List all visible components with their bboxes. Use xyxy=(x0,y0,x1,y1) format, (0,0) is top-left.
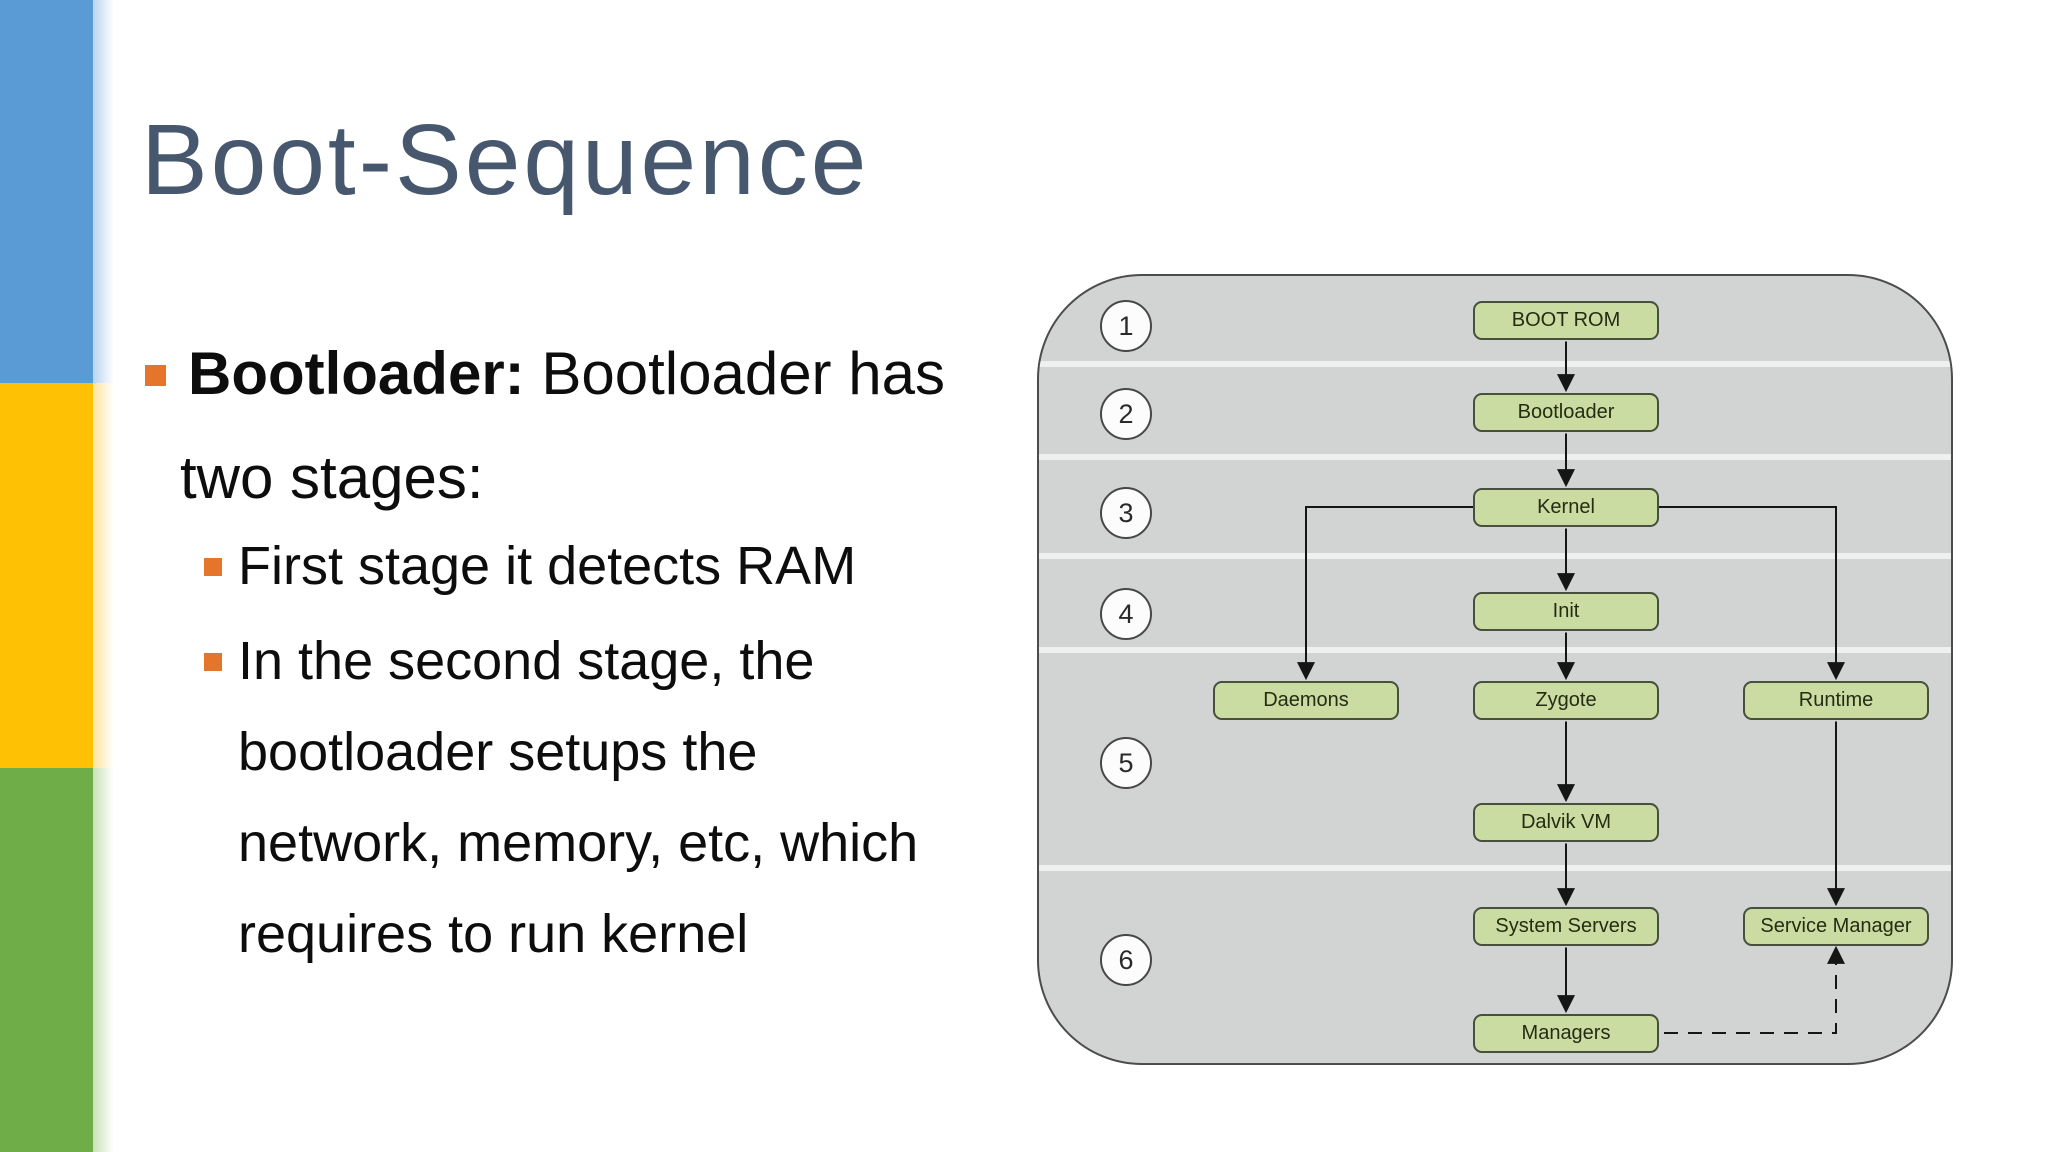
diagram-node-kernel: Kernel xyxy=(1473,487,1659,527)
sidebar-bar-tint-green xyxy=(93,768,115,1152)
bullet-bold-term: Bootloader: xyxy=(188,340,525,407)
diagram-node-boot_rom: BOOT ROM xyxy=(1473,300,1659,340)
sidebar-bar-tint-blue xyxy=(93,0,115,383)
row-divider-3 xyxy=(1039,553,1951,559)
diagram-node-bootloader: Bootloader xyxy=(1473,392,1659,432)
diagram-node-system_servers: System Servers xyxy=(1473,906,1659,946)
step-circle-1: 1 xyxy=(1100,300,1152,352)
sub-bullet-square xyxy=(204,653,222,671)
edge-kernel-to-daemons xyxy=(1297,506,1473,681)
bullet-text-2: First stage it detects RAM xyxy=(238,536,857,596)
sidebar-bar-green xyxy=(0,768,93,1152)
page-title: Boot-Sequence xyxy=(141,104,870,216)
diagram-node-daemons: Daemons xyxy=(1213,680,1399,720)
row-divider-1 xyxy=(1039,361,1951,367)
diagram-node-zygote: Zygote xyxy=(1473,680,1659,720)
row-divider-4 xyxy=(1039,647,1951,653)
row-divider-5 xyxy=(1039,865,1951,871)
diagram-node-service_manager: Service Manager xyxy=(1743,906,1929,946)
row-divider-2 xyxy=(1039,454,1951,460)
step-circle-5: 5 xyxy=(1100,737,1152,789)
sidebar-bar-blue xyxy=(0,0,93,383)
diagram-node-managers: Managers xyxy=(1473,1013,1659,1053)
bullet-square xyxy=(145,365,166,386)
diagram-node-runtime: Runtime xyxy=(1743,680,1929,720)
diagram-node-dalvik_vm: Dalvik VM xyxy=(1473,802,1659,842)
edge-kernel-to-runtime xyxy=(1659,506,1845,681)
step-circle-3: 3 xyxy=(1100,487,1152,539)
diagram-edges-svg xyxy=(1297,341,1845,1034)
step-circle-4: 4 xyxy=(1100,588,1152,640)
edge-managers-to-service_manager xyxy=(1664,945,1845,1034)
step-circle-6: 6 xyxy=(1100,934,1152,986)
sidebar-bar-tint-yellow xyxy=(93,383,115,768)
diagram-node-init: Init xyxy=(1473,591,1659,631)
sub-bullet-square xyxy=(204,558,222,576)
sidebar-bar-yellow xyxy=(0,383,93,768)
step-circle-2: 2 xyxy=(1100,388,1152,440)
